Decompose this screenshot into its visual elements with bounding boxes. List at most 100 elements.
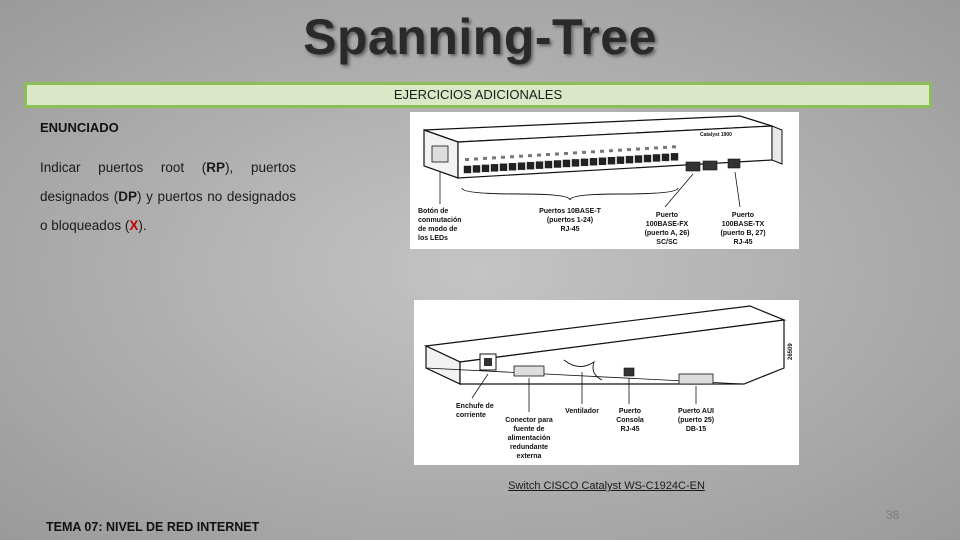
port-led-icon <box>600 149 604 153</box>
rj45-port-icon <box>553 160 562 168</box>
statement-part: ) y puertos no designados o bloqueados ( <box>40 189 296 233</box>
label-power-socket: Enchufe de corriente <box>456 403 494 419</box>
port-led-icon <box>465 158 469 161</box>
statement-heading: ENUNCIADO <box>40 120 119 135</box>
port-led-icon <box>582 150 586 154</box>
svg-text:Enchufe de: Enchufe de <box>456 403 494 410</box>
switch-front-drawing: Catalyst 1900 Botón de conmutación de mo… <box>418 115 783 246</box>
rj45-port-icon <box>535 161 544 169</box>
rj45-port-icon <box>598 157 607 165</box>
port-led-icon <box>510 155 514 159</box>
svg-text:de modo de: de modo de <box>418 226 457 233</box>
svg-text:Puerto AUI: Puerto AUI <box>678 408 714 415</box>
rj45-port-icon <box>580 158 589 167</box>
designated-port-abbrev: DP <box>118 189 137 204</box>
rj45-port-icon <box>562 159 571 168</box>
rj45-port-icon <box>463 165 472 174</box>
label-100basetx-port: Puerto 100BASE-TX (puerto B, 27) RJ-45 <box>720 212 765 246</box>
brand-label: Catalyst 1900 <box>700 132 732 138</box>
rj45-port-icon <box>499 163 508 171</box>
port-led-icon <box>618 148 622 152</box>
port-led-icon <box>654 146 658 150</box>
port-led-icon <box>519 154 523 158</box>
label-fan: Ventilador <box>565 408 599 415</box>
rj45-port-icon <box>517 162 526 170</box>
svg-text:Puerto: Puerto <box>656 212 678 219</box>
svg-text:SC/SC: SC/SC <box>656 239 677 246</box>
switch-rear-figure: 26509 Enchufe de corriente Conector para… <box>414 300 799 465</box>
svg-text:Puerto: Puerto <box>619 408 641 415</box>
section-banner: EJERCICIOS ADICIONALES <box>24 82 932 108</box>
label-redundant-psu-connector: Conector para fuente de alimentación red… <box>505 417 553 460</box>
svg-text:(puerto A, 26): (puerto A, 26) <box>645 230 690 237</box>
rj45-port-icon <box>508 163 517 171</box>
label-mode-button: Botón de conmutación de modo de los LEDs <box>418 208 462 242</box>
svg-text:RJ-45: RJ-45 <box>733 239 752 246</box>
svg-text:Conector para: Conector para <box>505 417 553 424</box>
rj45-port-icon <box>589 158 598 166</box>
svg-text:(puertos 1-24): (puertos 1-24) <box>547 217 593 224</box>
svg-text:los LEDs: los LEDs <box>418 235 448 242</box>
port-led-icon <box>546 153 550 157</box>
rj45-port-icon <box>670 153 679 161</box>
label-console-port: Puerto Consola RJ-45 <box>616 408 644 433</box>
svg-text:(puerto 25): (puerto 25) <box>678 417 714 424</box>
port-led-icon <box>537 153 541 157</box>
blocked-port-abbrev: X <box>129 218 139 233</box>
port-led-icon <box>555 152 559 156</box>
statement-part: ). <box>138 218 147 233</box>
svg-text:corriente: corriente <box>456 412 486 419</box>
port-led-icon <box>636 147 640 151</box>
rj45-port-icon <box>643 154 652 163</box>
port-led-icon <box>483 156 487 160</box>
svg-text:Puertos 10BASE-T: Puertos 10BASE-T <box>539 208 602 215</box>
rj45-port-icon <box>571 159 580 167</box>
statement-part: ), puertos designados ( <box>40 160 296 204</box>
port-led-icon <box>591 150 595 154</box>
svg-text:RJ-45: RJ-45 <box>560 226 579 233</box>
statement-part: Indicar puertos root ( <box>40 160 207 175</box>
port-led-icon <box>627 148 631 152</box>
rj45-port-icon <box>526 161 535 170</box>
svg-text:Consola: Consola <box>616 417 644 424</box>
switch-rear-drawing: 26509 Enchufe de corriente Conector para… <box>423 305 794 460</box>
figure-caption: Switch CISCO Catalyst WS-C1924C-EN <box>508 480 705 492</box>
svg-text:externa: externa <box>517 453 542 460</box>
port-led-icon <box>492 156 496 160</box>
root-port-abbrev: RP <box>206 160 226 175</box>
label-10baset-ports: Puertos 10BASE-T (puertos 1-24) RJ-45 <box>539 208 602 233</box>
rj45-port-icon <box>607 157 616 165</box>
label-100basefx-port: Puerto 100BASE-FX (puerto A, 26) SC/SC <box>645 212 690 246</box>
page-number: 38 <box>886 508 900 522</box>
svg-text:Puerto: Puerto <box>732 212 754 219</box>
rj45-port-icon <box>652 154 661 162</box>
svg-text:fuente de: fuente de <box>513 426 544 433</box>
rj45-port-icon <box>544 160 553 169</box>
svg-text:RJ-45: RJ-45 <box>620 426 639 433</box>
port-led-icon <box>573 151 577 155</box>
port-led-icon <box>672 145 676 149</box>
svg-text:Botón de: Botón de <box>418 208 448 215</box>
rj45-port-icon <box>616 156 625 164</box>
serial-label: 26509 <box>788 343 794 360</box>
label-aui-port: Puerto AUI (puerto 25) DB-15 <box>678 408 714 433</box>
svg-text:redundante: redundante <box>510 444 548 451</box>
svg-text:Ventilador: Ventilador <box>565 408 599 415</box>
port-led-icon <box>501 155 505 159</box>
statement-text: Indicar puertos root (RP), puertos desig… <box>40 153 296 240</box>
footer-topic: TEMA 07: NIVEL DE RED INTERNET <box>46 520 260 534</box>
port-led-icon <box>474 157 478 161</box>
rj45-port-icon <box>661 153 670 162</box>
rj45-port-icon <box>472 165 481 173</box>
rj45-ports-row <box>463 145 679 174</box>
svg-text:100BASE-FX: 100BASE-FX <box>646 221 689 228</box>
svg-text:(puerto B, 27): (puerto B, 27) <box>720 230 765 237</box>
svg-text:DB-15: DB-15 <box>686 426 706 433</box>
port-led-icon <box>528 154 532 158</box>
port-led-icon <box>663 145 667 149</box>
port-led-icon <box>609 149 613 153</box>
rj45-port-icon <box>481 164 490 173</box>
rj45-port-icon <box>625 155 634 164</box>
switch-front-figure: Catalyst 1900 Botón de conmutación de mo… <box>410 112 799 249</box>
svg-text:100BASE-TX: 100BASE-TX <box>722 221 765 228</box>
